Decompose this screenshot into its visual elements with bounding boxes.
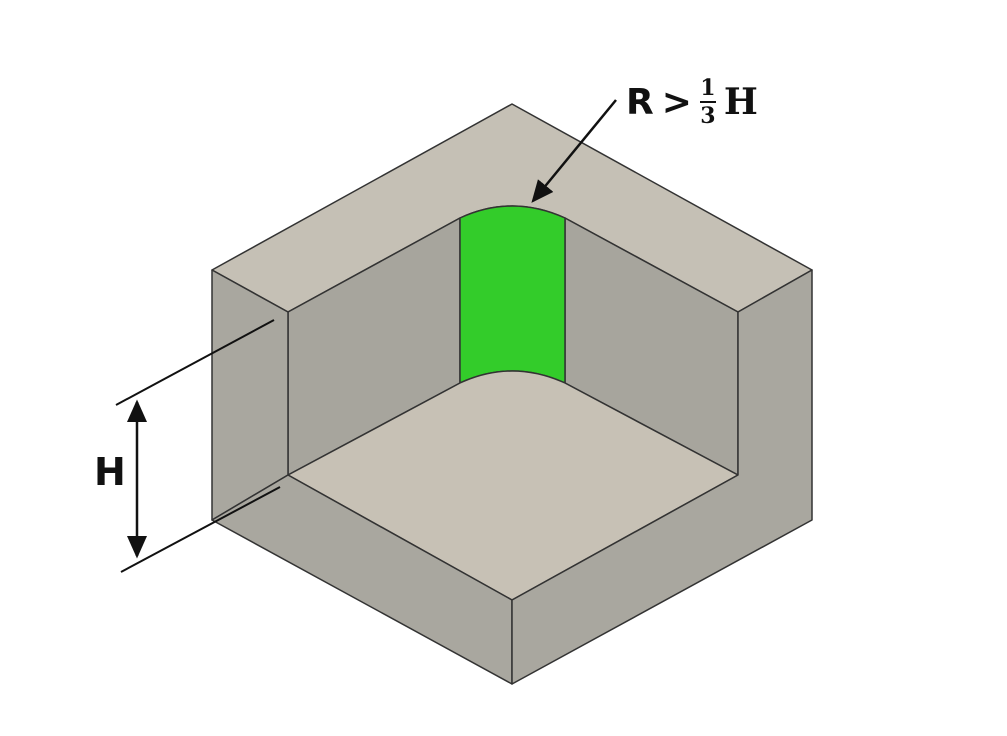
fraction: 1 3 [699,75,716,129]
greater-than-operator: > [661,81,692,123]
dimension-extension-top [115,319,275,406]
radius-requirement-label: R > 1 3 H [626,76,758,128]
dimension-extension-bottom [120,486,281,573]
leader-arrow [531,99,617,203]
radius-symbol: R [626,81,654,123]
floor-face [287,370,739,601]
right-outer-face [511,269,813,685]
height-variable: H [723,81,758,123]
fraction-numerator: 1 [700,75,716,101]
fraction-denominator: 3 [700,103,716,129]
height-dimension-label: H [94,450,126,494]
fraction-bar [699,101,716,103]
fillet-surface [459,205,566,384]
